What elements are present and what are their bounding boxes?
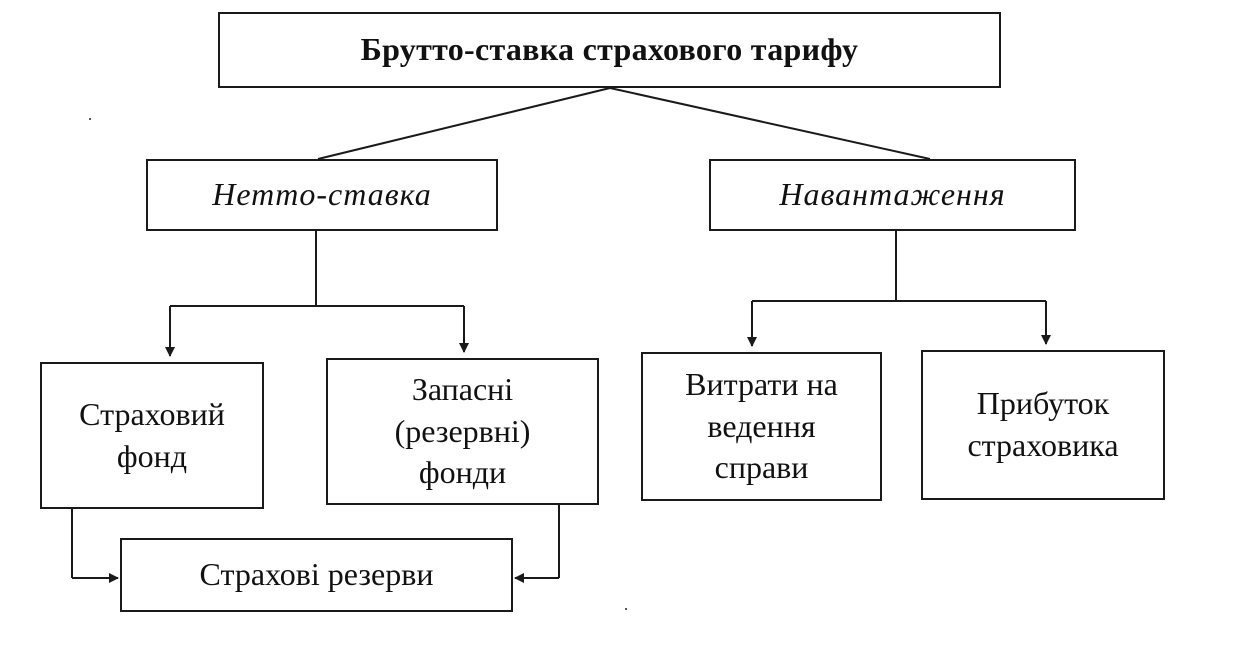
net-rate-box: Нетто-ставка [146, 159, 498, 231]
scan-speck [89, 118, 91, 120]
insurance-fund-line-2: фонд [116, 437, 188, 474]
insurer-profit-box: Прибуток страховика [921, 350, 1165, 500]
profit-line-2: страховика [967, 427, 1119, 463]
reserve-funds-line-3: фонди [418, 454, 507, 491]
expenses-line-2: ведення [707, 407, 816, 444]
net-rate-label: Нетто-ставка [212, 176, 432, 213]
loading-box: Навантаження [709, 159, 1076, 231]
scan-speck [625, 608, 627, 610]
reserve-funds-line-2: (резервні) [394, 412, 531, 449]
loading-label: Навантаження [779, 176, 1006, 213]
insurance-reserves-box: Страхові резерви [120, 538, 513, 612]
profit-line-1: Прибуток [976, 385, 1110, 422]
business-expenses-box: Витрати на ведення справи [641, 352, 882, 501]
insurance-reserves-label: Страхові резерви [199, 556, 434, 593]
insurance-fund-box: Страховий фонд [40, 362, 264, 509]
insurance-fund-line-1: Страховий [79, 395, 225, 432]
expenses-line-3: справи [714, 449, 809, 486]
link-root-loading [609, 87, 931, 160]
reserve-funds-line-1: Запасні [411, 371, 514, 408]
link-root-netto [317, 87, 611, 160]
gross-rate-label: Брутто-ставка страхового тарифу [360, 31, 859, 68]
reserve-funds-box: Запасні (резервні) фонди [326, 358, 599, 505]
expenses-line-1: Витрати на [685, 366, 838, 403]
gross-rate-box: Брутто-ставка страхового тарифу [218, 12, 1001, 88]
